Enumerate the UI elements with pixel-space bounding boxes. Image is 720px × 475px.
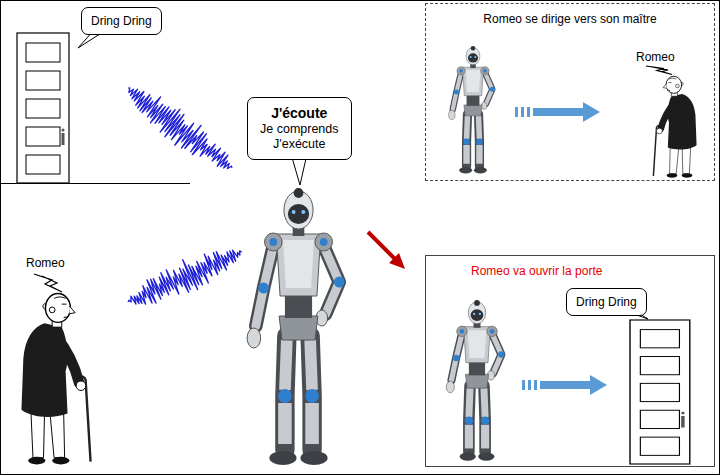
robot	[449, 46, 495, 173]
bubble-text: J'exécute	[260, 137, 339, 152]
robot	[247, 188, 344, 465]
bubble-text: Dring Dring	[576, 295, 637, 309]
door	[630, 320, 690, 464]
move-arrow	[522, 375, 607, 395]
panel-title: Romeo se dirige vers son maître	[426, 12, 714, 26]
old-man	[21, 294, 90, 465]
robot	[446, 300, 504, 461]
panel-title: Romeo va ouvrir la porte	[426, 264, 714, 278]
bubble-text: J'écoute	[260, 105, 339, 122]
name-call: Romeo	[26, 256, 65, 270]
scenario-panel: Dring Dring Romeo va ouvrir la porte	[425, 255, 715, 467]
speech-bubble: J'écouteJe comprendsJ'exécute	[247, 97, 352, 160]
bubble-text: Dring Dring	[91, 14, 152, 28]
speech-bubble: Dring Dring	[81, 7, 162, 35]
call-mark	[34, 274, 62, 292]
sound-wave	[128, 250, 242, 304]
bubble-text: Je comprends	[260, 122, 339, 137]
scenario-panel: Romeo se dirige vers son maître	[425, 3, 715, 181]
old-man	[653, 76, 696, 177]
sound-wave	[128, 88, 232, 169]
speech-bubble: Dring Dring	[566, 288, 647, 316]
result-arrowhead	[389, 253, 405, 269]
result-arrow	[368, 232, 395, 259]
move-arrow	[515, 102, 600, 122]
door	[17, 33, 69, 183]
call-mark	[646, 66, 672, 75]
sound-waves	[128, 88, 242, 304]
name-call: Romeo	[636, 50, 675, 64]
